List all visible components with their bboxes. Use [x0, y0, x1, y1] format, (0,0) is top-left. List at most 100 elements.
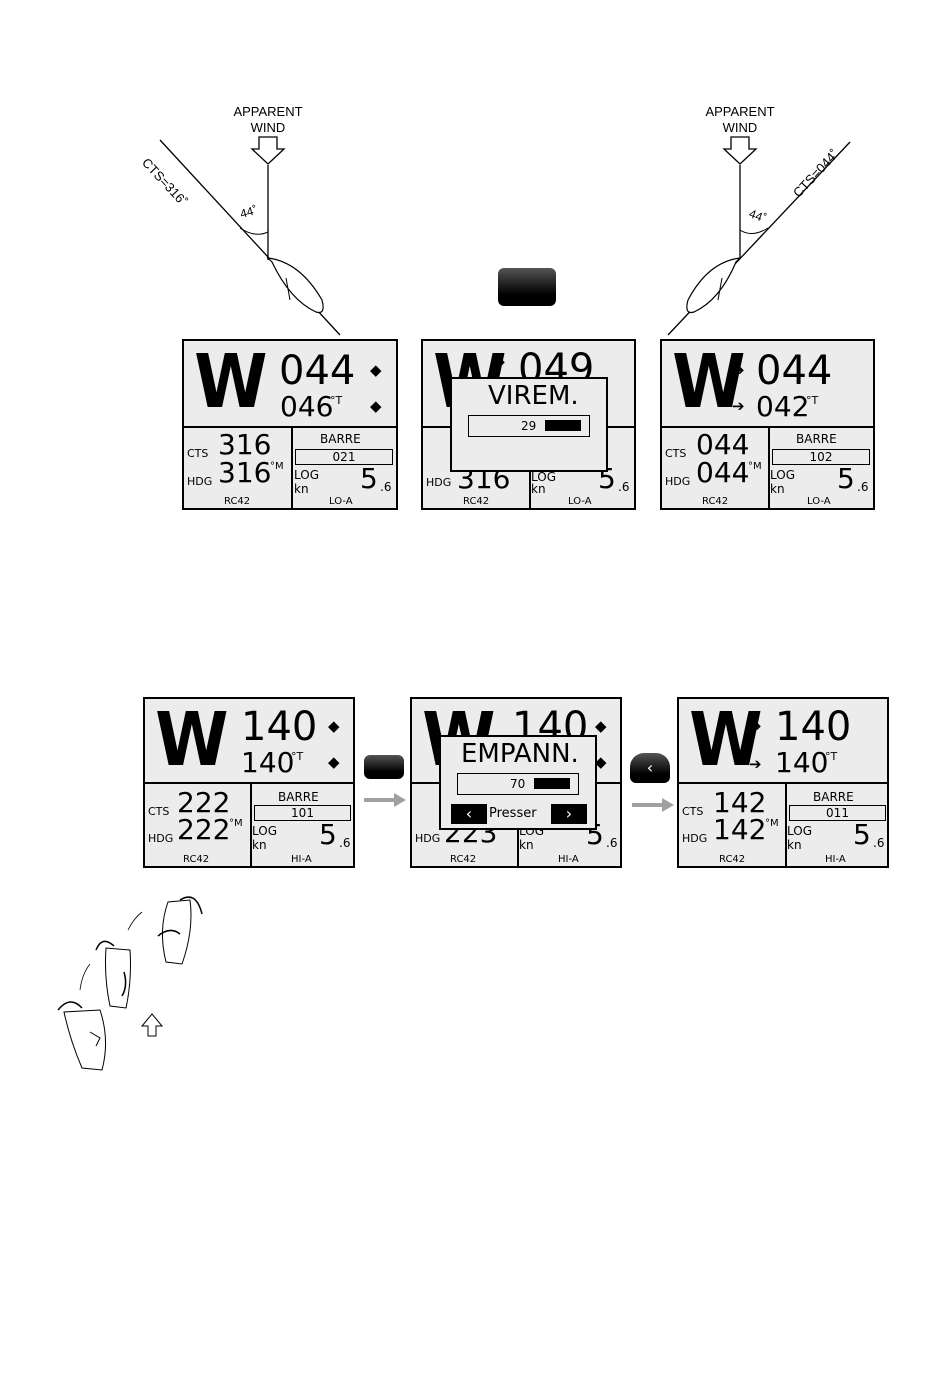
left-wind-label-line2: WIND — [250, 120, 286, 135]
left-arrow-icon: ◆ — [328, 753, 340, 771]
hdg-value: 316 — [218, 456, 272, 489]
tack-key-button[interactable] — [498, 268, 556, 306]
footer-right: HI-A — [825, 854, 846, 865]
right-angle-arc — [739, 227, 769, 234]
back-key-button[interactable]: ‹ — [630, 753, 670, 783]
kn-label: kn — [252, 838, 267, 852]
left-arrow-icon: ◆ — [595, 717, 607, 735]
barre-value: 101 — [254, 805, 351, 821]
barre-label: BARRE — [278, 790, 319, 804]
cts-label: CTS — [682, 805, 704, 818]
course-unit: °T — [330, 394, 343, 407]
hdg-label: HDG — [426, 476, 452, 489]
tack-popup: VIREM. 29 — [450, 377, 608, 472]
footer-left: RC42 — [463, 496, 490, 507]
barre-value: 011 — [789, 805, 886, 821]
speed-decimal: .6 — [380, 480, 392, 494]
barre-value: 102 — [772, 449, 870, 465]
wind-mode-glyph: W — [672, 339, 746, 425]
log-label: LOG — [294, 468, 320, 482]
divider — [785, 782, 787, 866]
heading-value: 140 — [241, 704, 318, 750]
hdg-label: HDG — [187, 475, 213, 488]
popup-gauge-bar — [545, 420, 581, 431]
screen-3: W ➔ 044 ➔ 042 °T CTS 044 HDG 044 °M BARR… — [660, 339, 875, 510]
left-wind-label: APPARENT WIND — [222, 104, 314, 136]
screen-5: W 140 ◆ ◆ HDG 223 LOG kn 5 .6 RC42 HI-A … — [410, 697, 622, 868]
gybe-sequence-diagram — [57, 896, 203, 1071]
right-arrow-icon: ➔ — [732, 361, 745, 379]
log-label: LOG — [531, 470, 557, 484]
right-wind-label-line1: APPARENT — [705, 104, 775, 119]
divider — [145, 782, 353, 784]
footer-right: HI-A — [291, 854, 312, 865]
kn-label: kn — [519, 838, 534, 852]
divider — [768, 426, 770, 508]
speed-decimal: .6 — [873, 836, 885, 850]
left-wind-arrow-icon — [250, 136, 286, 165]
right-arrow-icon: ➔ — [749, 755, 762, 773]
cts-value: 316 — [218, 428, 272, 461]
barre-value: 021 — [295, 449, 393, 465]
hdg-label: HDG — [665, 475, 691, 488]
popup-gauge: 29 — [468, 415, 590, 437]
footer-right: HI-A — [558, 854, 579, 865]
boat-1-sail — [57, 1001, 83, 1011]
cts-label: CTS — [148, 805, 170, 818]
right-boat-mast — [717, 277, 723, 301]
speed-decimal: .6 — [606, 836, 618, 850]
course-value: 140 — [775, 746, 829, 779]
footer-right: LO-A — [329, 496, 353, 507]
cts-label: CTS — [187, 447, 209, 460]
wind-arrow-icon — [140, 1013, 164, 1037]
popup-gauge-bar — [534, 778, 570, 789]
divider — [184, 426, 396, 428]
speed-decimal: .6 — [857, 480, 869, 494]
left-arrow-icon: ◆ — [595, 753, 607, 771]
popup-right-button[interactable]: › — [551, 804, 587, 824]
screen-1: W 044 ◆ 046 °T ◆ CTS 316 HDG 316 °M BARR… — [182, 339, 398, 510]
left-angle-arc — [239, 227, 269, 235]
right-boat-icon — [686, 257, 742, 314]
right-wind-arrow-icon — [722, 136, 758, 165]
boat-2-boom — [121, 971, 127, 997]
divider — [662, 426, 873, 428]
log-label: LOG — [770, 468, 796, 482]
right-arrow-icon: ➔ — [493, 353, 506, 371]
boat-3-boom — [157, 929, 181, 937]
log-label: LOG — [252, 824, 278, 838]
course-value: 046 — [280, 390, 334, 423]
hdg-unit: °M — [270, 461, 284, 472]
speed-value: 5 — [319, 818, 337, 851]
footer-right: LO-A — [807, 496, 831, 507]
barre-label: BARRE — [320, 432, 361, 446]
kn-label: kn — [770, 482, 785, 496]
gybe-popup: EMPANN. 70 ‹ Presser › — [439, 735, 597, 830]
speed-decimal: .6 — [618, 480, 630, 494]
popup-value: 70 — [510, 777, 526, 791]
divider — [250, 782, 252, 866]
barre-label: BARRE — [796, 432, 837, 446]
boat-2-sail — [95, 940, 115, 951]
right-wind-label-line2: WIND — [722, 120, 758, 135]
footer-left: RC42 — [450, 854, 477, 865]
divider — [291, 426, 293, 508]
hdg-value: 044 — [696, 456, 750, 489]
screen-6: W ➔ 140 ➔ 140 °T CTS 142 HDG 142 °M BARR… — [677, 697, 889, 868]
course-unit: °T — [825, 750, 838, 763]
left-boat-icon — [266, 257, 324, 314]
popup-left-button[interactable]: ‹ — [451, 804, 487, 824]
popup-title: EMPANN. — [461, 739, 579, 769]
popup-hint: Presser — [489, 806, 537, 821]
boat-1-boom — [89, 1031, 101, 1047]
log-label: LOG — [787, 824, 813, 838]
footer-left: RC42 — [719, 854, 746, 865]
wind-mode-glyph: W — [689, 697, 763, 783]
boat-2-icon — [105, 947, 131, 1009]
divider — [679, 782, 887, 784]
gybe-key-button[interactable] — [364, 755, 404, 779]
course-value: 042 — [756, 390, 810, 423]
cts-value: 044 — [696, 428, 750, 461]
course-arrow-icon — [79, 963, 91, 991]
cts-value: 142 — [713, 786, 767, 819]
